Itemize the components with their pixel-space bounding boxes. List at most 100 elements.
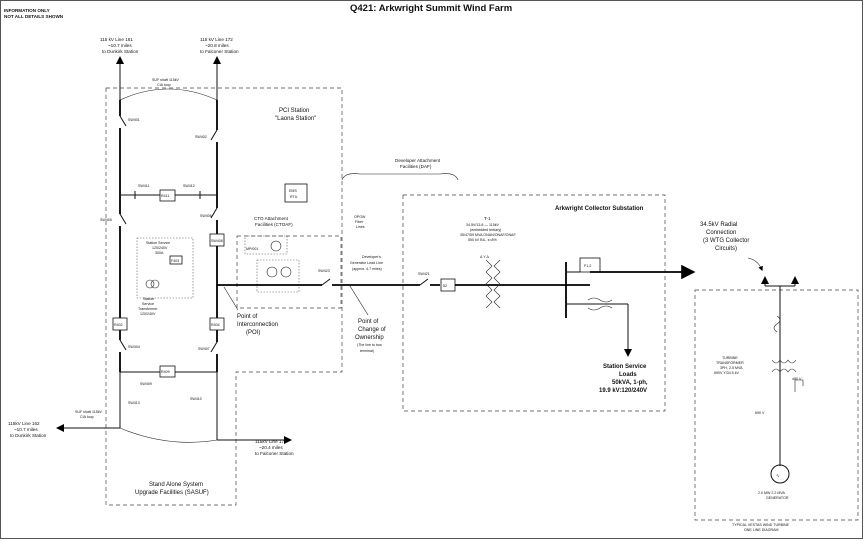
svg-text:terminal): terminal) [360,349,374,353]
switch-sw406[interactable]: SW406 [200,207,221,220]
gen-lead-2: Generator Lead Line [350,261,383,265]
turbine-caption-1: TYPICAL VESTAS WIND TURBINE [732,523,790,527]
point-of-change-of-ownership: Point of Change of Ownership (The line t… [349,285,386,353]
breaker-r402[interactable]: R402 [112,317,128,331]
ct-vt-box [256,259,300,293]
svg-text:115 kV Line 161: 115 kV Line 161 [100,37,133,42]
pci-label-1: PCI Station [279,108,309,114]
ss-tx-label-1: Station [143,297,154,301]
svg-text:R402: R402 [114,323,123,327]
switch-sw405[interactable]: SW405 [100,213,127,226]
bottom-bus-label-2: CIA loop [80,415,94,419]
turbine-transformer[interactable]: TURBINE TRANSFORMER 3PH, 2.5 MVA 690V Y/… [714,356,797,375]
ss-tx-label-3: Transformer [138,307,158,311]
meter-ct [270,240,282,252]
svg-text:550 kV BIL, z=8%: 550 kV BIL, z=8% [468,238,497,242]
svg-text:Circuits): Circuits) [715,246,737,252]
breaker-f12[interactable]: F1-2 [579,257,601,273]
svg-text:Interconnection: Interconnection [237,322,278,328]
svg-text:R404: R404 [211,323,220,327]
radial-connection-label: 34.5kV Radial Connection (3 WTG Collecto… [700,222,749,252]
breaker-r409[interactable]: R409 [159,365,176,378]
breaker-sw408-box[interactable]: SW408 [209,233,225,247]
svg-text:R411: R411 [161,194,169,198]
switch-sw413-label: SW413 [128,401,140,405]
svg-text:Δ Y Δ: Δ Y Δ [480,255,490,259]
switch-sw407[interactable]: SW407 [198,341,221,354]
turbine-fuse [773,315,781,333]
notice-line-2: NOT ALL DETAILS SHOWN [4,14,64,19]
ctoaf-label-1: CTO Attachment [254,216,289,221]
turbine-aux [794,379,804,392]
svg-text:~10.7 miles: ~10.7 miles [14,427,38,432]
svg-text:34.5kV Radial: 34.5kV Radial [700,222,737,228]
transformer-t1[interactable]: T-1 34.5V/13.8 — 115kV (embedded tertiar… [460,216,516,309]
f403-label: F403 [171,259,179,263]
ctoaf-label-2: Facilities (CTOAF) [255,222,293,227]
collector-label: Arkwright Collector Substation [555,206,644,212]
fuse-f403 [169,255,183,265]
svg-text:SW408: SW408 [211,239,223,243]
svg-text:(The line to bus: (The line to bus [357,343,382,347]
sasuf-label-2: Upgrade Facilities (SASUF) [135,490,209,496]
generator-label-1: 2.0 MW 2.2 MVA [758,491,785,495]
breaker-r411[interactable]: R411 [159,189,176,202]
svg-text:F1-2: F1-2 [584,264,591,268]
gen-lead-3: (approx. 4.7 miles) [352,267,382,271]
daf-label-2: Facilities (DAF) [400,164,432,169]
svg-text:~20.4 miles: ~20.4 miles [259,445,283,450]
svg-text:(3 WTG Collector: (3 WTG Collector [703,238,749,244]
svg-text:to Dunkirk Station: to Dunkirk Station [102,49,139,54]
switch-sw402[interactable]: SW402 [195,129,221,142]
svg-text:Change of: Change of [358,327,386,333]
svg-text:34.5V/13.8 — 115kV: 34.5V/13.8 — 115kV [466,223,500,227]
ss-transformer [587,297,613,303]
breaker-52[interactable]: 52 [440,278,456,292]
turbine-690v: 690 V [755,411,765,415]
switch-sw423[interactable]: SW423 [318,269,332,290]
svg-text:SW421: SW421 [418,272,430,276]
svg-text:~20.8 miles: ~20.8 miles [205,43,229,48]
svg-text:Loads: Loads [619,372,637,378]
switch-sw409-label: SW409 [140,382,152,386]
switch-sw411-label: SW411 [138,184,150,188]
station-service-1: Station Service [146,241,170,245]
fiber-label-1: OPGW [354,215,366,219]
line-172-label: 115 kV Line 172 ~20.8 miles to Falconer … [200,37,239,54]
station-service-2: 120/240V [152,246,168,250]
line-161-label: 115 kV Line 161 ~10.7 miles to Dunkirk S… [100,37,139,54]
turbine-caption-2: ONE LINE DIAGRAM [744,528,779,532]
ss-transformer-a [145,279,155,289]
svg-text:Station Service: Station Service [603,364,647,370]
svg-text:SW401: SW401 [128,118,140,122]
line-162-label: 115kV Line 162 ~10.7 miles to Dunkirk St… [8,421,47,438]
switch-sw401[interactable]: SW401 [116,115,140,128]
svg-text:SW402: SW402 [195,135,207,139]
svg-text:19.9 kV:120/240V: 19.9 kV:120/240V [599,388,647,394]
radial-pointer [747,257,763,272]
collector-substation-boundary [402,194,666,412]
svg-text:to Falconer Station: to Falconer Station [200,49,239,54]
diagram-title: Q421: Arkwright Summit Wind Farm [350,3,512,14]
svg-text:SW404: SW404 [128,345,140,349]
svg-text:Ownership: Ownership [355,335,384,341]
breaker-r404[interactable]: R404 [209,317,225,331]
switch-sw421[interactable]: SW421 [418,272,430,290]
svg-text:TRANSFORMER: TRANSFORMER [716,361,744,365]
svg-text:RTU: RTU [290,195,298,199]
station-service-3: 300A [155,251,164,255]
svg-text:SW405: SW405 [100,218,112,222]
svg-text:to Falconer Station: to Falconer Station [255,451,294,456]
switch-sw404[interactable]: SW404 [116,339,140,352]
svg-text:Point of: Point of [358,319,379,325]
svg-text:SW406: SW406 [200,214,212,218]
ems-rtu-box[interactable]: EMS RTU [284,183,308,203]
sasuf-label-1: Stand Alone System [149,482,203,488]
station-service-box [136,237,194,299]
ct-circle-b [280,266,292,278]
metering-label: MP/001 [246,247,258,251]
generator-glyph: ∿ [776,473,780,478]
svg-text:35/47/59 MVA ONAN/ONAF/ONAF: 35/47/59 MVA ONAN/ONAF/ONAF [460,233,516,237]
